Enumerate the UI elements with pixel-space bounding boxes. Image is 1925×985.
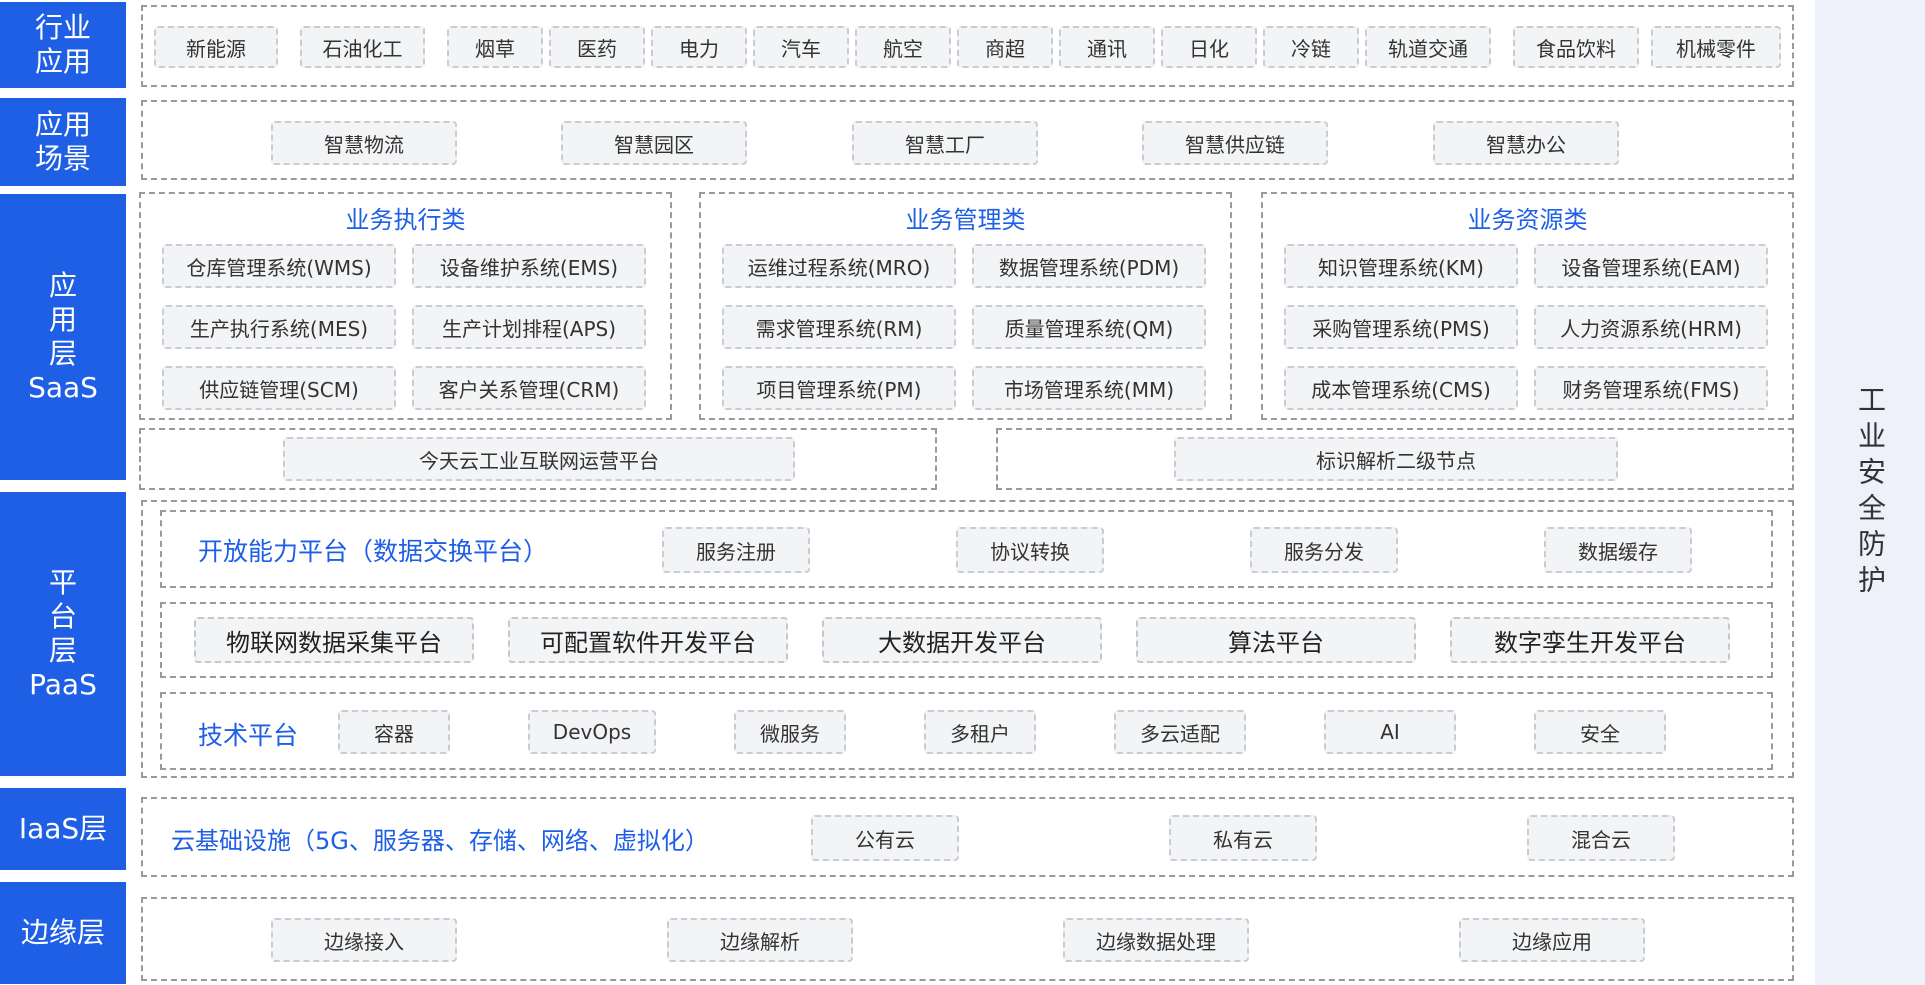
saas-platform: 今天云工业互联网运营平台 <box>283 437 795 481</box>
open-item: 数据缓存 <box>1544 527 1692 573</box>
label-edge-text: 边缘层 <box>20 916 105 949</box>
saas-group-execution: 业务执行类 仓库管理系统(WMS) 设备维护系统(EMS) 生产执行系统(MES… <box>139 192 672 420</box>
industry-item: 通讯 <box>1059 26 1155 68</box>
industry-item: 新能源 <box>154 26 278 68</box>
open-item: 服务注册 <box>662 527 810 573</box>
scene-item: 智慧物流 <box>271 121 457 165</box>
scene-item: 智慧办公 <box>1433 121 1619 165</box>
iaas-item: 公有云 <box>811 815 959 861</box>
saas-group-resource: 业务资源类 知识管理系统(KM) 设备管理系统(EAM) 采购管理系统(PMS)… <box>1261 192 1794 420</box>
saas-item: 设备维护系统(EMS) <box>412 244 646 288</box>
open-platform-frame: 开放能力平台（数据交换平台） 服务注册 协议转换 服务分发 数据缓存 <box>160 510 1773 588</box>
industry-item: 烟草 <box>447 26 543 68</box>
saas-item: 市场管理系统(MM) <box>972 366 1206 410</box>
label-industry-text: 行业 应用 <box>34 11 91 78</box>
scene-frame: 智慧物流 智慧园区 智慧工厂 智慧供应链 智慧办公 <box>141 100 1794 180</box>
security-band: 工业安全防护 <box>1815 0 1925 985</box>
saas-item: 数据管理系统(PDM) <box>972 244 1206 288</box>
tech-item: 安全 <box>1534 710 1666 754</box>
saas-item: 人力资源系统(HRM) <box>1534 305 1768 349</box>
edge-item: 边缘接入 <box>271 918 457 962</box>
label-industry: 行业 应用 <box>0 2 126 88</box>
saas-item: 采购管理系统(PMS) <box>1284 305 1518 349</box>
saas-item: 供应链管理(SCM) <box>162 366 396 410</box>
tech-item: DevOps <box>528 710 656 754</box>
saas-item: 仓库管理系统(WMS) <box>162 244 396 288</box>
dev-platform: 可配置软件开发平台 <box>508 617 788 663</box>
edge-item: 边缘解析 <box>667 918 853 962</box>
scene-item: 智慧供应链 <box>1142 121 1328 165</box>
scene-item: 智慧园区 <box>561 121 747 165</box>
iaas-frame: 云基础设施（5G、服务器、存储、网络、虚拟化） 公有云 私有云 混合云 <box>141 797 1794 877</box>
saas-item: 生产计划排程(APS) <box>412 305 646 349</box>
industry-item: 冷链 <box>1263 26 1359 68</box>
saas-item: 项目管理系统(PM) <box>722 366 956 410</box>
open-item: 服务分发 <box>1250 527 1398 573</box>
saas-item: 客户关系管理(CRM) <box>412 366 646 410</box>
saas-item: 知识管理系统(KM) <box>1284 244 1518 288</box>
security-band-text: 工业安全防护 <box>1854 384 1887 601</box>
label-paas: 平 台 层 PaaS <box>0 492 126 776</box>
industry-item: 电力 <box>651 26 747 68</box>
label-paas-text: 平 台 层 PaaS <box>29 566 97 701</box>
dev-platform: 数字孪生开发平台 <box>1450 617 1730 663</box>
paas-frame: 开放能力平台（数据交换平台） 服务注册 协议转换 服务分发 数据缓存 物联网数据… <box>141 500 1794 778</box>
saas-item: 运维过程系统(MRO) <box>722 244 956 288</box>
saas-platform-frame-1: 今天云工业互联网运营平台 <box>139 428 937 490</box>
edge-item: 边缘数据处理 <box>1063 918 1249 962</box>
label-scene: 应用 场景 <box>0 98 126 186</box>
saas-group-title: 业务执行类 <box>345 206 466 234</box>
label-iaas-text: IaaS层 <box>18 812 108 845</box>
tech-platform-title: 技术平台 <box>198 721 299 750</box>
saas-platform: 标识解析二级节点 <box>1174 437 1618 481</box>
industry-item: 商超 <box>957 26 1053 68</box>
industry-item: 航空 <box>855 26 951 68</box>
industry-item: 医药 <box>549 26 645 68</box>
dev-platform: 算法平台 <box>1136 617 1416 663</box>
tech-item: 微服务 <box>734 710 846 754</box>
industry-item: 汽车 <box>753 26 849 68</box>
label-saas: 应 用 层 SaaS <box>0 194 126 480</box>
iaas-item: 私有云 <box>1169 815 1317 861</box>
saas-platform-frame-2: 标识解析二级节点 <box>996 428 1794 490</box>
scene-item: 智慧工厂 <box>852 121 1038 165</box>
label-saas-text: 应 用 层 SaaS <box>28 269 98 404</box>
edge-item: 边缘应用 <box>1459 918 1645 962</box>
dev-platform: 大数据开发平台 <box>822 617 1102 663</box>
edge-frame: 边缘接入 边缘解析 边缘数据处理 边缘应用 <box>141 897 1794 981</box>
saas-item: 质量管理系统(QM) <box>972 305 1206 349</box>
label-edge: 边缘层 <box>0 882 126 984</box>
tech-item: 多云适配 <box>1114 710 1246 754</box>
saas-item: 生产执行系统(MES) <box>162 305 396 349</box>
label-iaas: IaaS层 <box>0 788 126 870</box>
saas-group-title: 业务管理类 <box>905 206 1026 234</box>
saas-group-title: 业务资源类 <box>1467 206 1588 234</box>
industry-frame: 新能源 石油化工 烟草 医药 电力 汽车 航空 商超 通讯 日化 冷链 轨道交通… <box>141 5 1794 87</box>
tech-item: AI <box>1324 710 1456 754</box>
dev-platform: 物联网数据采集平台 <box>194 617 474 663</box>
saas-item: 设备管理系统(EAM) <box>1534 244 1768 288</box>
open-platform-title: 开放能力平台（数据交换平台） <box>198 537 549 566</box>
saas-item: 成本管理系统(CMS) <box>1284 366 1518 410</box>
iaas-item: 混合云 <box>1527 815 1675 861</box>
label-scene-text: 应用 场景 <box>34 108 91 175</box>
tech-item: 多租户 <box>924 710 1036 754</box>
saas-item: 需求管理系统(RM) <box>722 305 956 349</box>
saas-group-management: 业务管理类 运维过程系统(MRO) 数据管理系统(PDM) 需求管理系统(RM)… <box>699 192 1232 420</box>
saas-item: 财务管理系统(FMS) <box>1534 366 1768 410</box>
dev-platform-frame: 物联网数据采集平台 可配置软件开发平台 大数据开发平台 算法平台 数字孪生开发平… <box>160 602 1773 678</box>
iaas-title: 云基础设施（5G、服务器、存储、网络、虚拟化） <box>171 827 709 855</box>
open-item: 协议转换 <box>956 527 1104 573</box>
industry-item: 日化 <box>1161 26 1257 68</box>
industry-item: 机械零件 <box>1651 26 1781 68</box>
tech-platform-frame: 技术平台 容器 DevOps 微服务 多租户 多云适配 AI 安全 <box>160 692 1773 770</box>
industry-item: 石油化工 <box>300 26 425 68</box>
industry-item: 轨道交通 <box>1365 26 1491 68</box>
industry-item: 食品饮料 <box>1513 26 1639 68</box>
tech-item: 容器 <box>338 710 450 754</box>
